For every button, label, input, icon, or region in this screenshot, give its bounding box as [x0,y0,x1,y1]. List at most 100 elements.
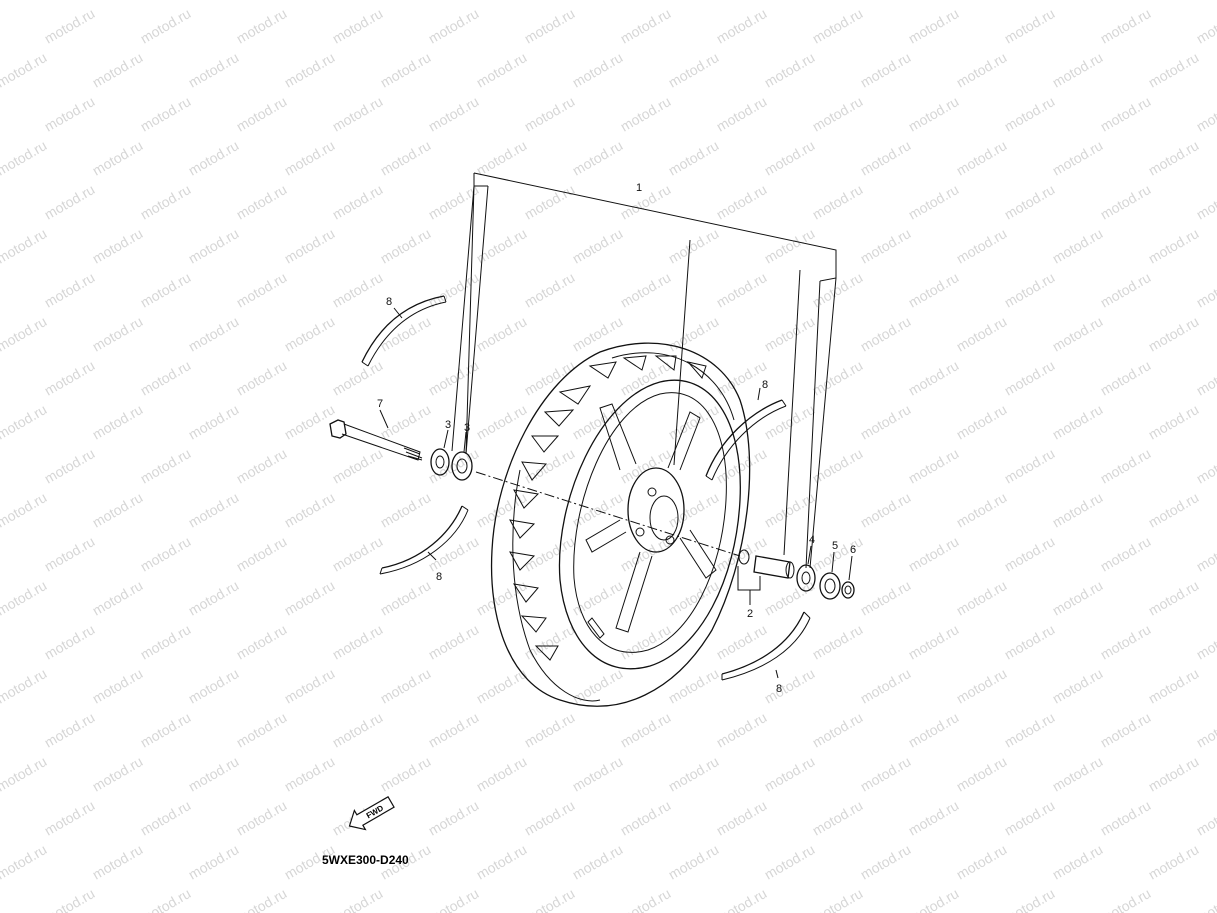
watermark-text: motod.ru [186,665,242,706]
watermark-text: motod.ru [666,665,722,706]
watermark-text: motod.ru [570,225,626,266]
watermark-text: motod.ru [0,401,49,442]
watermark-text: motod.ru [138,709,194,750]
watermark-text: motod.ru [474,841,530,882]
watermark-text: motod.ru [1146,489,1202,530]
watermark-text: motod.ru [0,665,49,706]
watermark-text: motod.ru [954,225,1010,266]
watermark-text: motod.ru [0,0,49,3]
watermark-text: motod.ru [234,269,290,310]
bearing-3a [430,448,450,476]
watermark-text: motod.ru [522,269,578,310]
watermark-text: motod.ru [234,709,290,750]
watermark-text: motod.ru [426,885,482,913]
watermark-text: motod.ru [138,445,194,486]
watermark-text: motod.ru [186,401,242,442]
watermark-text: motod.ru [1146,137,1202,178]
watermark-text: motod.ru [90,0,146,3]
watermark-text: motod.ru [90,577,146,618]
watermark-text: motod.ru [282,665,338,706]
watermark-text: motod.ru [570,577,626,618]
watermark-text: motod.ru [0,313,49,354]
watermark-text: motod.ru [810,5,866,46]
watermark-text: motod.ru [1146,665,1202,706]
watermark-text: motod.ru [378,137,434,178]
watermark-text: motod.ru [570,753,626,794]
watermark-text: motod.ru [282,577,338,618]
watermark-text: motod.ru [1194,885,1217,913]
watermark-text: motod.ru [282,137,338,178]
watermark-text: motod.ru [762,401,818,442]
watermark-text: motod.ru [186,841,242,882]
watermark-text: motod.ru [618,445,674,486]
watermark-text: motod.ru [522,885,578,913]
watermark-text: motod.ru [330,93,386,134]
watermark-text: motod.ru [1050,665,1106,706]
watermark-text: motod.ru [954,137,1010,178]
watermark-text: motod.ru [522,533,578,574]
callout-8b: 8 [436,571,442,583]
watermark-text: motod.ru [666,577,722,618]
watermark-text: motod.ru [282,225,338,266]
watermark-text: motod.ru [1050,137,1106,178]
watermark-text: motod.ru [42,93,98,134]
watermark-text: motod.ru [282,753,338,794]
collar [737,549,795,591]
watermark-text: motod.ru [1098,269,1154,310]
callout-6: 6 [850,544,856,556]
watermark-text: motod.ru [810,797,866,838]
watermark-text: motod.ru [906,357,962,398]
watermark-text: motod.ru [762,313,818,354]
watermark-text: motod.ru [714,797,770,838]
watermark-text: motod.ru [714,709,770,750]
watermark-text: motod.ru [474,489,530,530]
watermark-text: motod.ru [666,753,722,794]
watermark-text: motod.ru [714,621,770,662]
bearing-4 [796,564,816,592]
watermark-text: motod.ru [330,533,386,574]
watermark-text: motod.ru [0,841,49,882]
watermark-text: motod.ru [618,797,674,838]
watermark-text: motod.ru [234,181,290,222]
watermark-text: motod.ru [0,577,49,618]
watermark-text: motod.ru [1002,621,1058,662]
watermark-text: motod.ru [474,401,530,442]
watermark-text: motod.ru [1050,489,1106,530]
watermark-text: motod.ru [618,885,674,913]
watermark-text: motod.ru [42,357,98,398]
watermark-text: motod.ru [618,709,674,750]
watermark-text: motod.ru [1050,49,1106,90]
watermark-text: motod.ru [330,621,386,662]
callout-4: 4 [809,534,815,546]
tape-upper-right [705,399,787,481]
watermark-text: motod.ru [1050,753,1106,794]
watermark-text: motod.ru [1146,313,1202,354]
watermark-text: motod.ru [810,709,866,750]
watermark-text: motod.ru [90,665,146,706]
watermark-text: motod.ru [138,885,194,913]
watermark-text: motod.ru [0,225,49,266]
watermark-text: motod.ru [906,533,962,574]
watermark-text: motod.ru [0,269,1,310]
watermark-text: motod.ru [1050,313,1106,354]
watermark-text: motod.ru [474,753,530,794]
watermark-text: motod.ru [906,885,962,913]
watermark-text: motod.ru [138,621,194,662]
watermark-text: motod.ru [666,225,722,266]
oil-seal-5 [819,572,841,600]
watermark-text: motod.ru [858,841,914,882]
watermark-text: motod.ru [762,137,818,178]
watermark-text: motod.ru [426,93,482,134]
watermark-text: motod.ru [810,181,866,222]
nut-6 [841,581,855,599]
watermark-text: motod.ru [282,489,338,530]
watermark-text: motod.ru [186,489,242,530]
watermark-text: motod.ru [426,5,482,46]
watermark-text: motod.ru [474,137,530,178]
watermark-text: motod.ru [1194,709,1217,750]
watermark-text: motod.ru [1194,269,1217,310]
watermark-text: motod.ru [1146,577,1202,618]
watermark-text: motod.ru [954,841,1010,882]
watermark-text: motod.ru [0,93,1,134]
